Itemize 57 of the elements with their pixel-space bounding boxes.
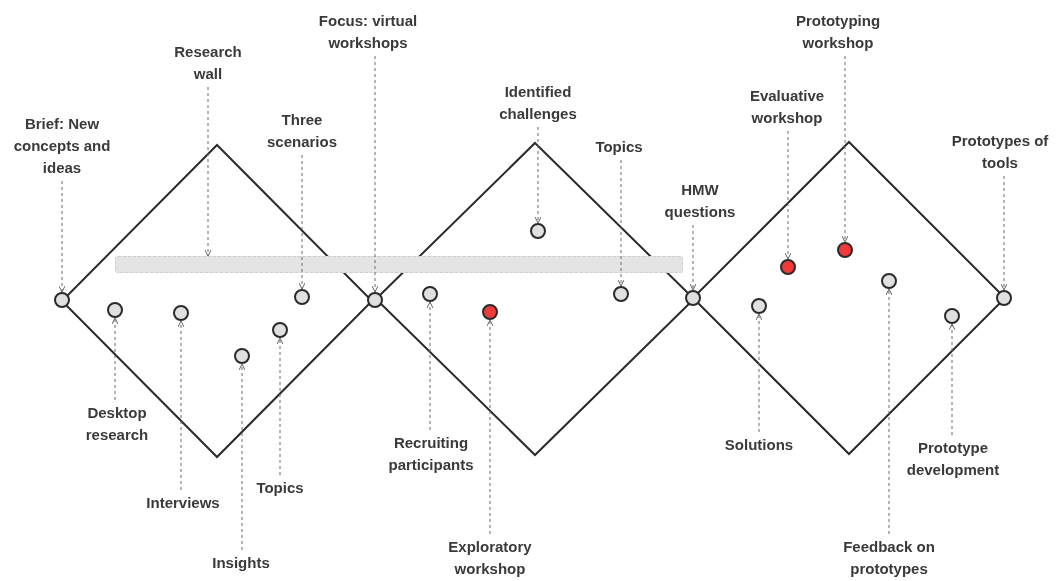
callout-label: HMW questions	[658, 179, 742, 223]
circle-marker	[780, 259, 796, 275]
leader-line	[617, 159, 625, 287]
circle-marker	[530, 223, 546, 239]
circle-marker	[837, 242, 853, 258]
callout-label: Insights	[206, 552, 276, 574]
leader-line	[1000, 175, 1008, 291]
circle-marker	[685, 290, 701, 306]
callout-label: Evaluative workshop	[741, 85, 833, 129]
callout-label: Recruiting participants	[383, 432, 479, 476]
leader-line	[885, 288, 893, 535]
circle-marker	[482, 304, 498, 320]
callout-label: Interviews	[138, 492, 228, 514]
callout-label: Three scenarios	[262, 109, 342, 153]
circle-marker	[107, 302, 123, 318]
leader-line	[111, 317, 119, 401]
leader-line	[276, 337, 284, 476]
leader-line	[534, 126, 542, 224]
circle-marker	[54, 292, 70, 308]
leader-line	[426, 301, 434, 431]
leader-line	[204, 86, 212, 257]
leader-line	[948, 323, 956, 436]
leader-line	[177, 320, 185, 491]
research-wall-bar	[115, 256, 683, 273]
leader-line	[784, 130, 792, 260]
circle-marker	[173, 305, 189, 321]
circle-marker	[272, 322, 288, 338]
callout-label: Prototyping workshop	[786, 10, 890, 54]
circle-marker	[613, 286, 629, 302]
circle-marker	[234, 348, 250, 364]
leader-line	[755, 313, 763, 433]
leader-line	[486, 319, 494, 535]
callout-label: Feedback on prototypes	[833, 536, 945, 580]
callout-label: Topics	[250, 477, 310, 499]
callout-label: Exploratory workshop	[440, 536, 540, 580]
callout-label: Identified challenges	[492, 81, 584, 125]
callout-label: Focus: virtual workshops	[312, 10, 424, 54]
leader-line	[371, 55, 379, 293]
leader-line	[689, 224, 697, 291]
callout-label: Topics	[589, 136, 649, 158]
circle-marker	[422, 286, 438, 302]
callout-label: Research wall	[168, 41, 248, 85]
circle-marker	[944, 308, 960, 324]
circle-marker	[751, 298, 767, 314]
leader-line	[238, 363, 246, 551]
leader-line	[58, 180, 66, 293]
callout-label: Prototypes of tools	[948, 130, 1052, 174]
callout-label: Prototype development	[901, 437, 1005, 481]
callout-label: Solutions	[719, 434, 799, 456]
circle-marker	[996, 290, 1012, 306]
circle-marker	[367, 292, 383, 308]
circle-marker	[294, 289, 310, 305]
leader-line	[298, 154, 306, 290]
callout-label: Desktop research	[77, 402, 157, 446]
callout-label: Brief: New concepts and ideas	[6, 113, 118, 179]
circle-marker	[881, 273, 897, 289]
leader-line	[841, 55, 849, 243]
